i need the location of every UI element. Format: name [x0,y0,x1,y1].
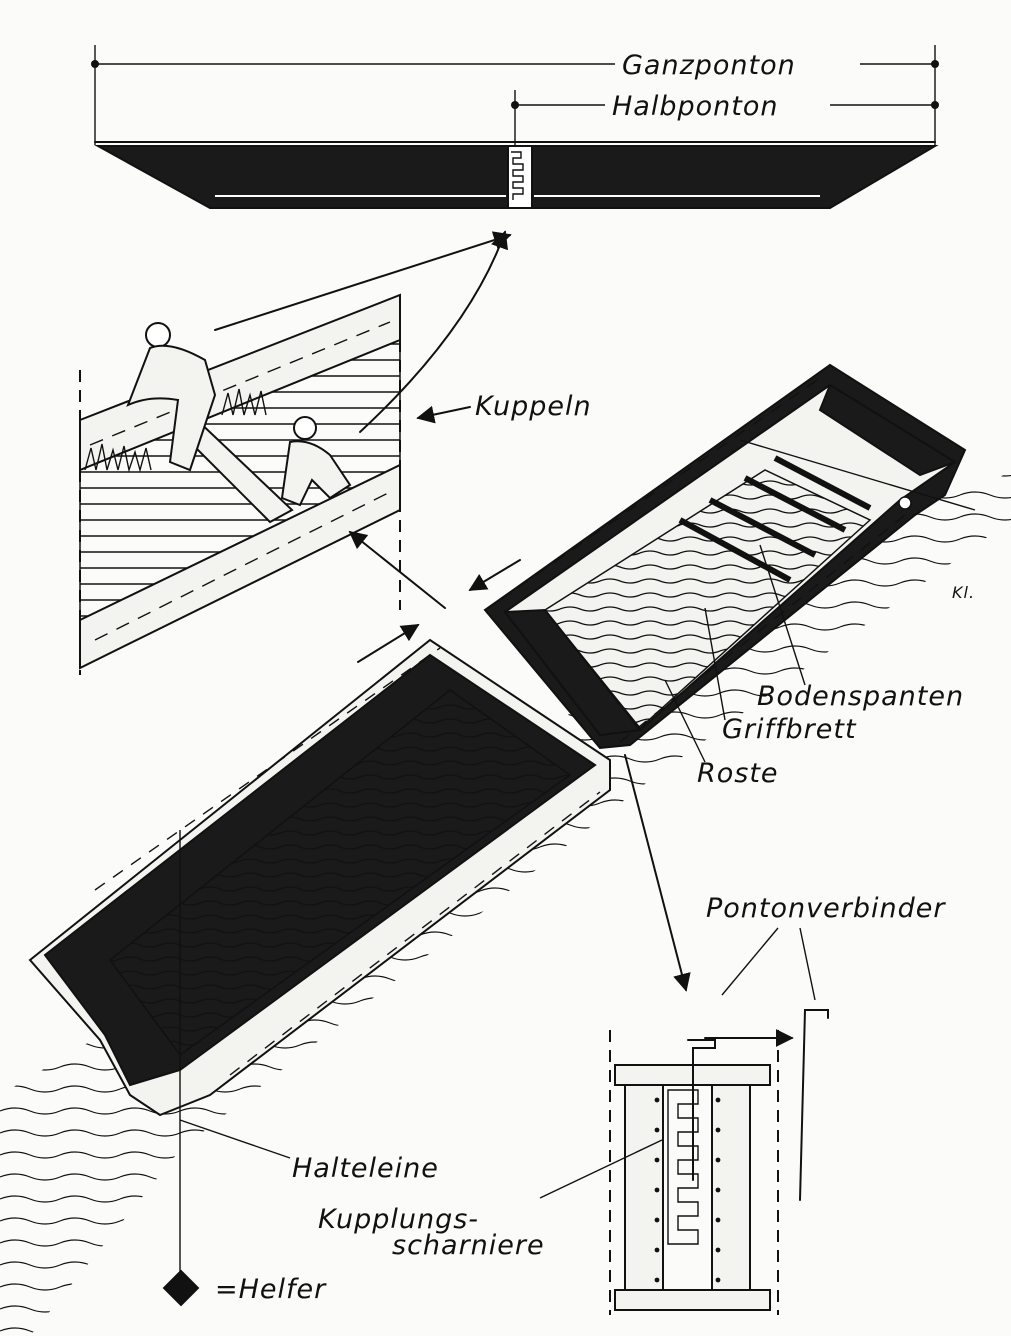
leader-bodenspanten [759,544,806,686]
left-half-ponton-iso [28,638,611,1117]
right-half-ponton-iso [483,363,976,750]
arrow-to-coupling-1 [214,231,512,331]
water-surface [0,470,1011,1336]
leader-pontonverbinder-2 [799,927,816,1001]
label-kuppeln: Kuppeln [475,391,592,422]
arrow-left-ponton [357,624,420,663]
artist-signature: Kl. [952,583,975,602]
left-half-ponton [94,145,509,209]
arrow-kuppeln [416,405,471,424]
label-griffbrett: Griffbrett [722,714,857,745]
label-kupplungs-line2: scharniere [392,1230,545,1261]
leader-halteleine [179,1119,291,1159]
label-pontonverbinder: Pontonverbinder [706,893,946,924]
leader-roste [664,679,706,763]
leader-griffbrett [704,607,726,721]
label-halteleine: Halteleine [292,1153,439,1184]
right-half-ponton [531,145,939,209]
leader-pontonverbinder-1 [721,927,779,996]
arrow-to-inset [348,530,446,609]
label-roste: Roste [697,758,779,789]
label-bodenspanten: Bodenspanten [757,681,964,712]
helfer-marker [162,1269,200,1307]
label-ganzponton: Ganzponton [622,50,796,81]
arrow-right-ponton [468,559,521,591]
hinge-detail [609,1009,829,1315]
label-helfer: =Helfer [215,1274,327,1305]
top-profile [91,45,939,209]
coupling-inset [79,293,401,675]
arrow-to-detail [624,754,691,992]
label-kupplungs-line1: Kupplungs- [318,1204,479,1235]
label-halbponton: Halbponton [612,91,778,122]
leader-kupplungsscharniere [539,1139,663,1199]
